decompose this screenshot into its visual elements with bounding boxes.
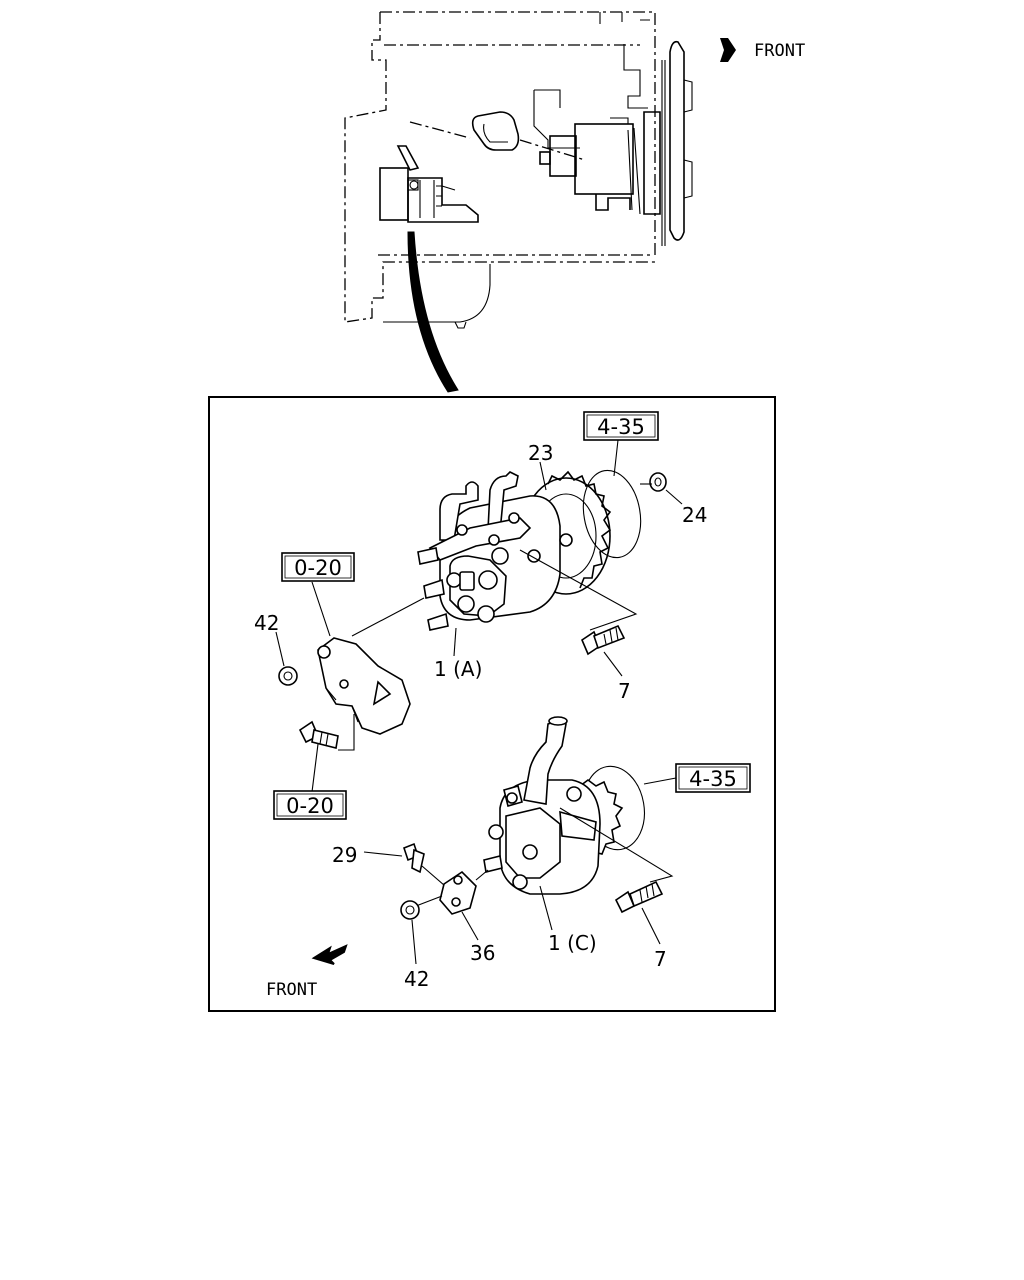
bracket-36-icon — [439, 870, 477, 915]
bolt-29-icon — [403, 842, 425, 874]
callout-23: 23 — [528, 441, 553, 465]
ref-box-0-20-top: 0-20 — [281, 552, 355, 582]
bracket-icon — [317, 637, 411, 751]
nut-42-top-icon — [278, 666, 298, 686]
bolt-7-bottom-icon — [614, 880, 664, 914]
callout-7-top: 7 — [618, 679, 631, 703]
ref-box-4-35-bottom: 4-35 — [675, 763, 751, 793]
callout-36: 36 — [470, 941, 495, 965]
callout-42-top: 42 — [254, 611, 279, 635]
callout-1a: 1 (A) — [434, 657, 482, 681]
detail-frame — [208, 396, 776, 1012]
injection-pump-upper — [417, 469, 642, 631]
nut-24-icon — [649, 472, 667, 492]
ref-0-20-bottom-label: 0-20 — [286, 794, 334, 818]
ref-4-35-bottom-label: 4-35 — [689, 767, 737, 791]
bolt-7-top-icon — [581, 624, 626, 656]
ref-4-35-top-label: 4-35 — [597, 415, 645, 439]
callout-24: 24 — [682, 503, 707, 527]
front-arrow-icon — [720, 38, 736, 62]
front-label-top: FRONT — [754, 41, 805, 61]
bolt-lower-left-icon — [298, 720, 339, 749]
callout-42-bottom: 42 — [404, 967, 429, 991]
nut-42-bottom-icon — [400, 900, 420, 920]
callout-29: 29 — [332, 843, 357, 867]
callout-1c: 1 (C) — [548, 931, 597, 955]
engine-overview — [344, 11, 693, 393]
ref-box-0-20-bottom: 0-20 — [273, 790, 347, 820]
ref-0-20-top-label: 0-20 — [294, 556, 342, 580]
callout-7-bottom: 7 — [654, 947, 667, 971]
injection-pump-lower — [483, 716, 674, 895]
front-arrow-bottom-icon — [311, 944, 348, 965]
ref-box-4-35-top: 4-35 — [583, 411, 659, 441]
front-label-bottom: FRONT — [266, 980, 317, 1000]
